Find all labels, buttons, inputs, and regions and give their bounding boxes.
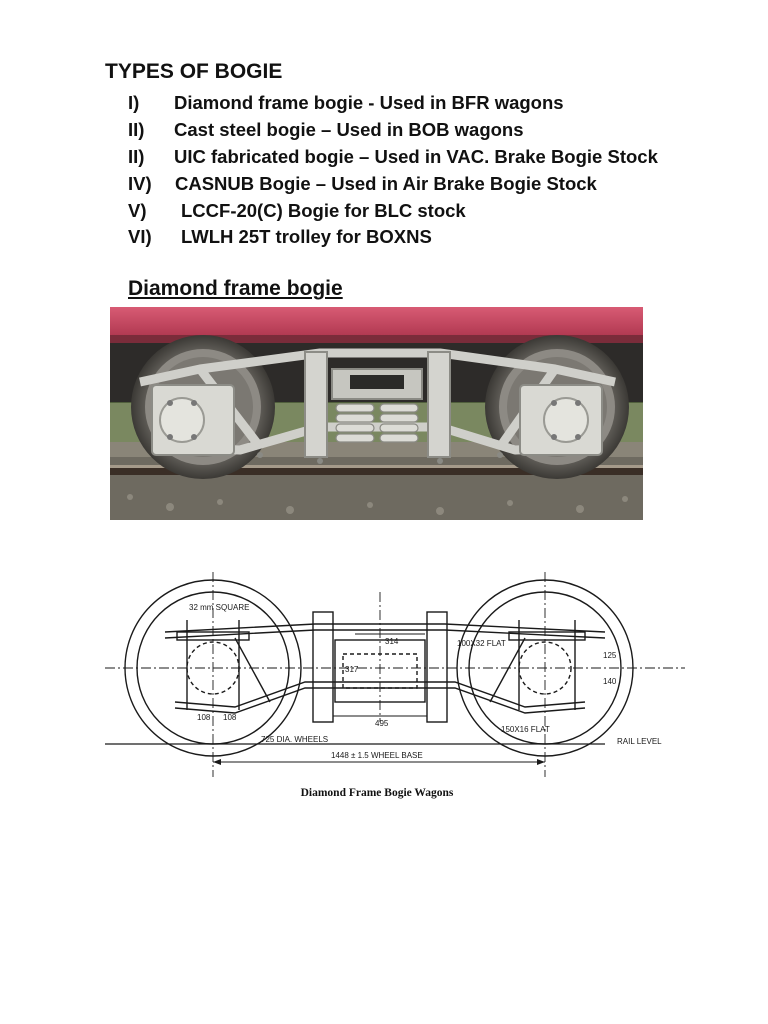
list-item-text: UIC fabricated bogie – Used in VAC. Brak… (174, 146, 658, 167)
section-subheading: Diamond frame bogie (128, 277, 343, 300)
dim-108a-label: 108 (197, 713, 211, 722)
drawing-caption-text: Diamond Frame Bogie Wagons (300, 787, 454, 799)
list-item-numeral: V) (128, 200, 147, 221)
wagon-body (110, 307, 643, 335)
list-item-text: LWLH 25T trolley for BOXNS (181, 226, 432, 247)
dim-317-label: 317 (345, 665, 359, 674)
rail (110, 465, 643, 475)
dim-314-label: 314 (385, 637, 399, 646)
bogie-technical-drawing: 32 mm SQUARE 314 317 495 108 108 125 140… (105, 572, 685, 777)
drawing-caption: Diamond Frame Bogie Wagons (0, 787, 768, 799)
dim-125-label: 125 (603, 651, 617, 660)
axle-box-left (151, 384, 235, 456)
list-item-numeral: II) (128, 119, 145, 140)
list-item-text: CASNUB Bogie – Used in Air Brake Bogie S… (175, 173, 597, 194)
list-item-numeral: I) (128, 92, 140, 113)
flat-lower-label: 150X16 FLAT (501, 725, 550, 734)
dim-108b-label: 108 (223, 713, 237, 722)
page-heading: TYPES OF BOGIE (105, 60, 283, 83)
square-label: 32 mm SQUARE (189, 603, 249, 612)
list-item-text: LCCF-20(C) Bogie for BLC stock (181, 200, 466, 221)
list-item-numeral: IV) (128, 173, 152, 194)
list-item-text: Cast steel bogie – Used in BOB wagons (174, 119, 524, 140)
list-item-numeral: II) (128, 146, 145, 167)
list-item-text: Diamond frame bogie - Used in BFR wagons (174, 92, 564, 113)
bolster (304, 351, 451, 458)
wheel-base-label: 1448 ± 1.5 WHEEL BASE (331, 751, 423, 760)
springs (335, 403, 419, 443)
dim-495-label: 495 (375, 719, 389, 728)
axle-box-right (519, 384, 603, 456)
bogie-photo (110, 307, 643, 520)
dim-140-label: 140 (603, 677, 617, 686)
list-item-numeral: VI) (128, 226, 152, 247)
flat-upper-label: 100X32 FLAT (457, 639, 506, 648)
rail-level-label: RAIL LEVEL (617, 737, 662, 746)
wheels-label: 725 DIA. WHEELS (261, 735, 328, 744)
